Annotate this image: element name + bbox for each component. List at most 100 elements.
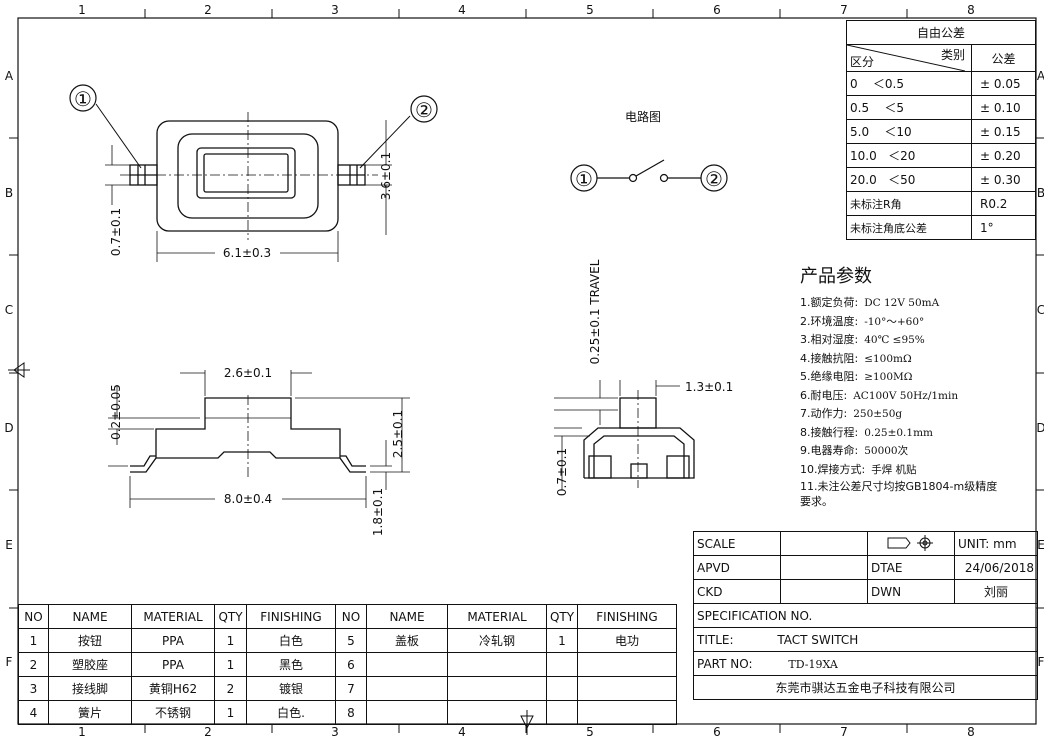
param-value: DC 12V 50mA bbox=[864, 297, 940, 309]
param-item: 6.耐电压:AC100V 50Hz/1min bbox=[800, 387, 1000, 406]
bom-cell: 7 bbox=[335, 676, 367, 701]
dim-side-plunger-width: 2.6±0.1 bbox=[224, 366, 272, 380]
param-label: 9.电器寿命: bbox=[800, 444, 859, 457]
col-label-bottom-4: 4 bbox=[458, 725, 466, 739]
tolerance-header-category: 类别 bbox=[940, 48, 965, 62]
bom-cell bbox=[577, 676, 677, 701]
tolerance-header-tol: 公差 bbox=[971, 44, 1036, 72]
tolerance-row: 5.0 ＜10± 0.15 bbox=[846, 119, 1036, 144]
col-label-top-7: 7 bbox=[840, 3, 848, 17]
bom-header: FINISHING bbox=[577, 604, 677, 629]
part-label: PART NO: bbox=[697, 656, 753, 671]
dim-end-width: 1.3±0.1 bbox=[685, 380, 733, 394]
dim-side-total-height: 2.5±0.1 bbox=[391, 410, 405, 458]
row-label-left-B: B bbox=[5, 186, 13, 200]
row-label-left-E: E bbox=[5, 538, 13, 552]
bom-cell: 冷轧钢 bbox=[447, 628, 547, 653]
row-label-right-A: A bbox=[1037, 69, 1044, 83]
bom-cell: 6 bbox=[335, 652, 367, 677]
tolerance-row: 0.5 ＜5± 0.10 bbox=[846, 95, 1036, 120]
circuit-pin-1: ① bbox=[575, 167, 593, 191]
dim-side-lead-height: 1.8±0.1 bbox=[371, 488, 385, 536]
col-label-bottom-2: 2 bbox=[204, 725, 212, 739]
tolerance-range: 10.0 ＜20 bbox=[846, 143, 972, 168]
date-label: DTAE bbox=[867, 555, 955, 580]
bom-cell bbox=[366, 700, 448, 725]
tolerance-row: 10.0 ＜20± 0.20 bbox=[846, 143, 1036, 168]
col-label-bottom-3: 3 bbox=[331, 725, 339, 739]
dwn-value: 刘丽 bbox=[954, 579, 1038, 604]
callout-circle-1 bbox=[69, 84, 97, 112]
bom-cell: 按钮 bbox=[48, 628, 132, 653]
param-item: 11.未注公差尺寸均按GB1804-m级精度要求。 bbox=[800, 479, 1000, 508]
tolerance-title: 自由公差 bbox=[846, 20, 1036, 45]
param-value: -10°～+60° bbox=[864, 315, 925, 328]
bom-cell: 5 bbox=[335, 628, 367, 653]
bom-header: NO bbox=[18, 604, 49, 629]
tolerance-value: ± 0.15 bbox=[971, 119, 1036, 144]
bom-cell: 白色. bbox=[246, 700, 336, 725]
ckd-value bbox=[780, 579, 868, 604]
bom-cell: 3 bbox=[18, 676, 49, 701]
tolerance-value: ± 0.30 bbox=[971, 167, 1036, 192]
apvd-value bbox=[780, 555, 868, 580]
part-value: TD-19XA bbox=[788, 657, 838, 671]
bom-cell bbox=[447, 676, 547, 701]
projection-cell bbox=[867, 531, 955, 556]
bom-cell: 镀银 bbox=[246, 676, 336, 701]
bom-cell: 4 bbox=[18, 700, 49, 725]
col-label-bottom-1: 1 bbox=[78, 725, 86, 739]
bom-cell: 1 bbox=[214, 628, 247, 653]
col-label-bottom-6: 6 bbox=[713, 725, 721, 739]
bom-cell: 不锈钢 bbox=[131, 700, 215, 725]
param-value: 40℃ ≤95% bbox=[864, 334, 925, 346]
param-value: 250±50g bbox=[853, 408, 903, 420]
col-label-top-8: 8 bbox=[967, 3, 975, 17]
param-value: ≤100mΩ bbox=[864, 352, 912, 365]
bom-cell: 黄铜H62 bbox=[131, 676, 215, 701]
param-value: ≥100MΩ bbox=[864, 371, 913, 383]
col-label-top-2: 2 bbox=[204, 3, 212, 17]
dim-top-lead-height: 0.7±0.1 bbox=[109, 208, 123, 256]
end-view bbox=[554, 380, 695, 490]
param-value: 0.25±0.1mm bbox=[864, 426, 933, 439]
bom-cell: 盖板 bbox=[366, 628, 448, 653]
tolerance-value: ± 0.20 bbox=[971, 143, 1036, 168]
row-label-right-D: D bbox=[1036, 421, 1044, 435]
title-block: SCALE UNIT: mm APVD DTAE 24/06/2018 CKD … bbox=[693, 531, 1038, 700]
param-item: 7.动作力:250±50g bbox=[800, 405, 1000, 424]
row-label-right-B: B bbox=[1037, 186, 1044, 200]
bom-header: MATERIAL bbox=[447, 604, 547, 629]
bom-cell: 黑色 bbox=[246, 652, 336, 677]
tolerance-range: 0.5 ＜5 bbox=[846, 95, 972, 120]
param-item: 3.相对湿度: 40℃ ≤95% bbox=[800, 331, 1000, 350]
bom-header: QTY bbox=[214, 604, 247, 629]
tolerance-diagonal bbox=[847, 45, 965, 71]
param-label: 3.相对湿度: bbox=[800, 333, 859, 346]
param-label: 8.接触行程: bbox=[800, 425, 859, 439]
param-item: 1.额定负荷:DC 12V 50mA bbox=[800, 294, 1000, 313]
bom-cell: 1 bbox=[546, 628, 578, 653]
row-label-right-F: F bbox=[1038, 655, 1044, 669]
dim-side-plunger-offset: 0.2±0.05 bbox=[109, 384, 123, 440]
bom-cell: 1 bbox=[18, 628, 49, 653]
tolerance-header-zone: 区分 bbox=[850, 55, 875, 69]
bom-cell bbox=[546, 700, 578, 725]
param-item: 9.电器寿命:50000次 bbox=[800, 442, 1000, 461]
bom-cell bbox=[366, 676, 448, 701]
param-item: 10.焊接方式:手焊 机贴 bbox=[800, 461, 1000, 480]
bom-cell: 1 bbox=[214, 700, 247, 725]
params-title: 产品参数 bbox=[800, 266, 872, 287]
bom-cell: 2 bbox=[18, 652, 49, 677]
